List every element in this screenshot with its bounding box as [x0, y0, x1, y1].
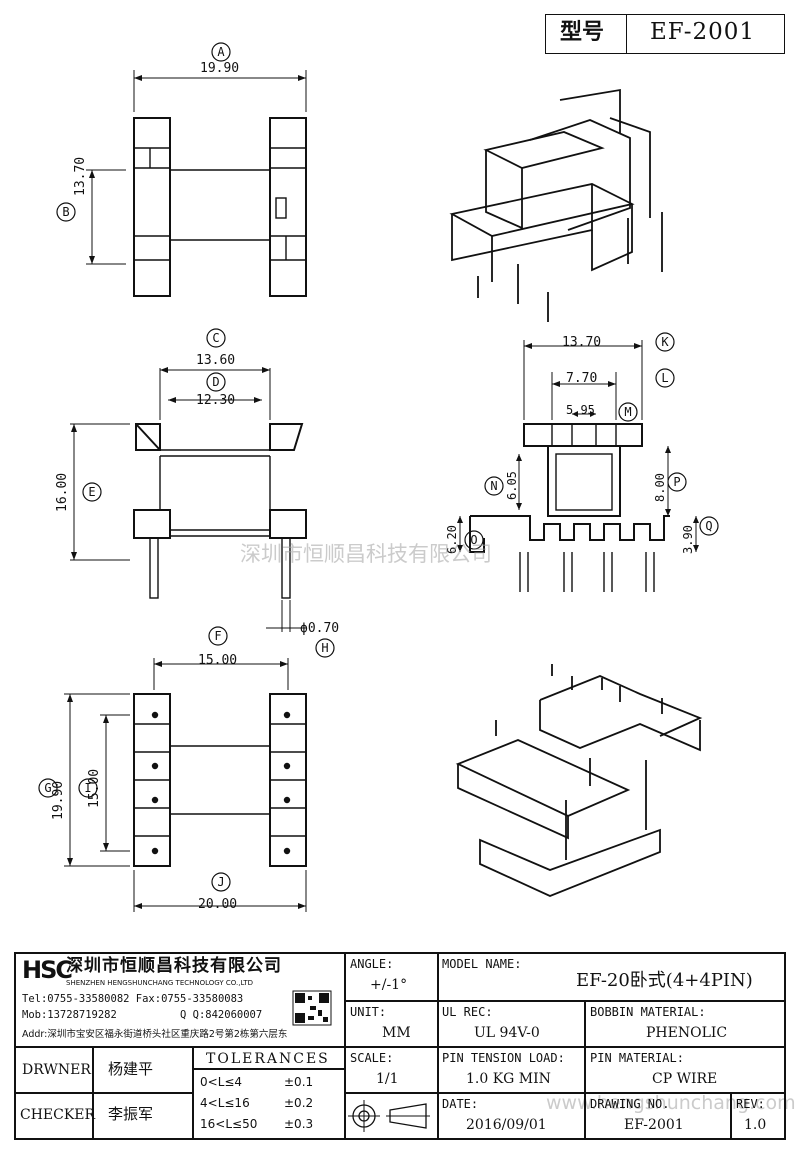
top-view: [86, 70, 307, 297]
drwner-label: DRWNER: [22, 1062, 91, 1078]
angle-label: ANGLE:: [350, 957, 394, 971]
watermark-center: 深圳市恒顺昌科技有限公司: [240, 542, 492, 566]
ref-e: E: [88, 485, 95, 499]
ref-b: B: [62, 205, 69, 219]
watermark-url: www.hengshunchang.com: [546, 1092, 796, 1114]
ref-l: L: [661, 371, 668, 385]
isometric-bottom: [455, 664, 703, 897]
company-tel: Tel:0755-33580082 Fax:0755-33580083: [22, 993, 244, 1005]
ref-i: I: [84, 781, 91, 795]
model-name-value: EF-20卧式(4+4PIN): [576, 970, 753, 991]
divider-h2: [14, 1046, 786, 1048]
dim-d-value: 12.30: [196, 393, 236, 408]
company-addr: Addr:深圳市宝安区福永街道桥头社区重庆路2号第2栋第六层东: [22, 1029, 288, 1040]
company-mob: Mob:13728719282: [22, 1009, 117, 1021]
tol-value-2: ±0.2: [284, 1096, 314, 1110]
bobbin-label: BOBBIN MATERIAL:: [590, 1005, 706, 1019]
tol-range-2: 4<L≤16: [200, 1096, 250, 1110]
divider-v6: [192, 1046, 194, 1140]
dim-f-value: 15.00: [198, 653, 238, 668]
tol-value-3: ±0.3: [284, 1117, 314, 1131]
drwner-value: 杨建平: [108, 1060, 154, 1078]
dim-j-value: 20.00: [198, 897, 238, 912]
model-name-label: MODEL NAME:: [442, 957, 522, 971]
ref-p: P: [673, 475, 680, 489]
divider-v3: [584, 1000, 586, 1140]
bottom-view: [64, 658, 307, 912]
tol-value-1: ±0.1: [284, 1075, 314, 1089]
ref-j: J: [217, 875, 224, 889]
technical-drawing: [64, 70, 703, 912]
ref-d: D: [212, 375, 219, 389]
unit-value: MM: [382, 1025, 411, 1041]
pin-tension-value: 1.0 KG MIN: [466, 1071, 551, 1087]
unit-label: UNIT:: [350, 1005, 387, 1019]
model-header-value: EF-2001: [650, 19, 756, 45]
ref-n: N: [490, 479, 497, 493]
pin-tension-label: PIN TENSION LOAD:: [442, 1051, 565, 1065]
divider-h5: [344, 1092, 786, 1094]
projection-symbol-icon: [348, 1100, 430, 1132]
ref-c: C: [212, 331, 219, 345]
model-header-divider: [545, 14, 627, 54]
dim-h-value: ϕ0.70: [300, 621, 340, 636]
dim-k-value: 13.70: [562, 335, 602, 350]
reference-letters: A B C D E H F G I J K L M N P O Q: [38, 42, 719, 892]
company-logo: HSC: [22, 956, 73, 984]
isometric-top: [449, 88, 663, 322]
dim-l-value: 7.70: [566, 371, 598, 386]
ref-f: F: [214, 629, 221, 643]
scale-label: SCALE:: [350, 1051, 394, 1065]
checker-label: CHECKER: [20, 1107, 96, 1123]
divider-v4: [730, 1092, 732, 1140]
ul-value: UL 94V-0: [474, 1025, 540, 1041]
dim-c-value: 13.60: [196, 353, 236, 368]
company-name-cn: 深圳市恒顺昌科技有限公司: [66, 956, 282, 976]
tol-range-3: 16<L≤50: [200, 1117, 258, 1131]
drawing-no-label: DRAWING NO.: [590, 1097, 670, 1111]
date-value: 2016/09/01: [466, 1117, 547, 1133]
scale-value: 1/1: [376, 1071, 399, 1087]
date-label: DATE:: [442, 1097, 479, 1111]
bobbin-value: PHENOLIC: [646, 1025, 728, 1041]
ref-o: O: [470, 533, 477, 547]
ref-m: M: [624, 405, 631, 419]
checker-value: 李振军: [108, 1105, 154, 1123]
ref-k: K: [661, 335, 669, 349]
ref-a: A: [217, 45, 225, 59]
front-view: [457, 340, 699, 592]
tolerances-label: TOLERANCES: [206, 1051, 330, 1067]
ref-h: H: [321, 641, 328, 655]
ref-q: Q: [705, 519, 712, 533]
qr-code-icon: [292, 990, 332, 1026]
dim-m-value: 5.95: [566, 403, 595, 417]
pin-material-label: PIN MATERIAL:: [590, 1051, 684, 1065]
model-header-label: 型号: [560, 20, 605, 45]
company-name-en: SHENZHEN HENGSHUNCHANG TECHNOLOGY CO.,LT…: [66, 979, 254, 987]
tol-range-1: 0<L≤4: [200, 1075, 243, 1089]
angle-value: +/-1°: [370, 977, 408, 993]
ul-label: UL REC:: [442, 1005, 493, 1019]
divider-h3: [14, 1092, 192, 1094]
pin-material-value: CP WIRE: [652, 1071, 718, 1087]
divider-h1: [344, 1000, 786, 1002]
side-view: [70, 367, 307, 632]
drawing-no-value: EF-2001: [624, 1117, 684, 1133]
divider-h4: [192, 1068, 344, 1070]
rev-value: 1.0: [744, 1117, 767, 1133]
company-qq: Q Q:842060007: [180, 1009, 263, 1021]
ref-g: G: [44, 781, 51, 795]
rev-label: REV:: [736, 1097, 765, 1111]
dim-a-value: 19.90: [200, 61, 240, 76]
